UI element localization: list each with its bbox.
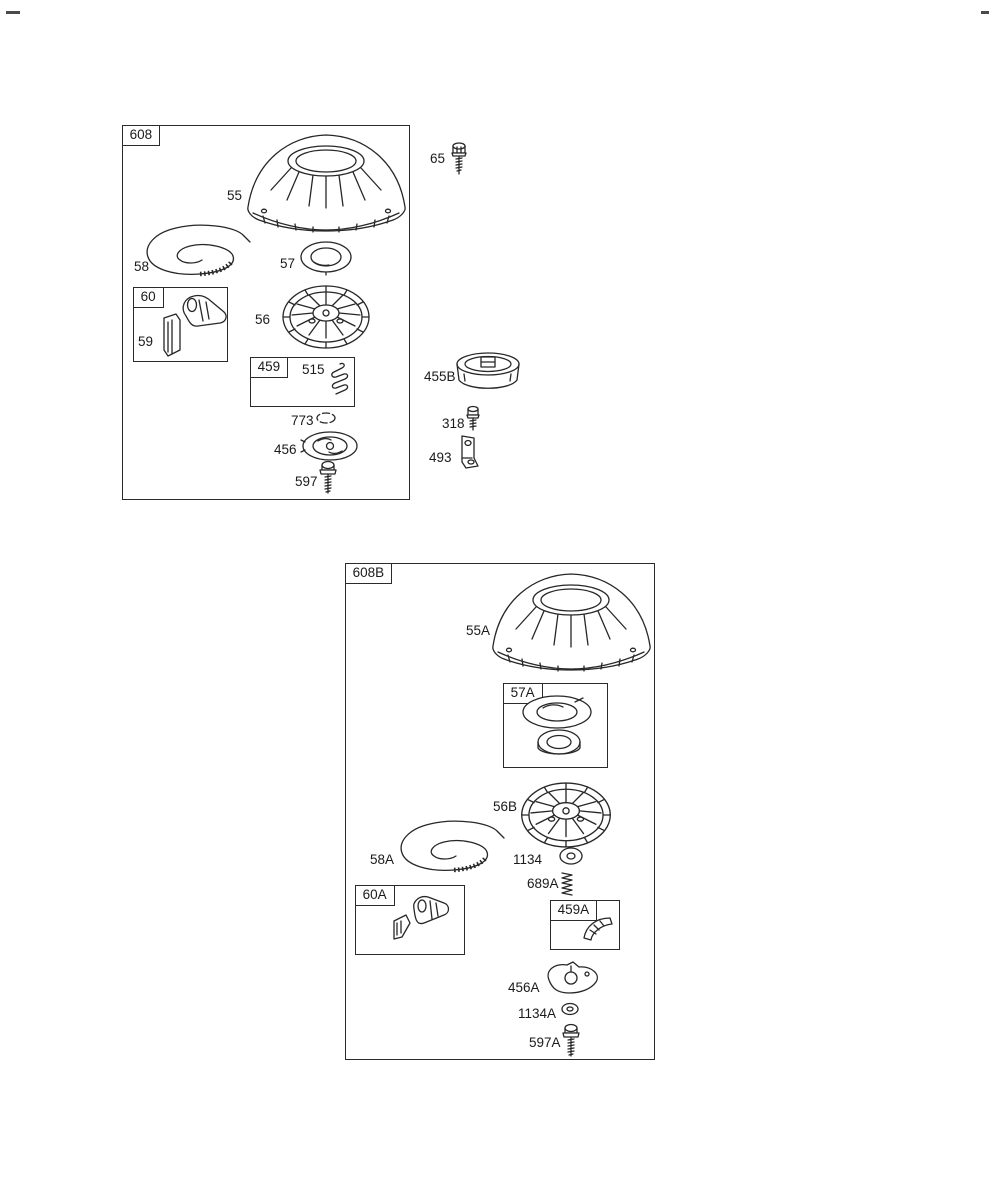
part-58A-recoil-spring-icon [400,820,505,873]
part-59-grip-insert-icon [163,313,181,357]
part-55A-blower-housing-cover-icon [492,573,651,672]
group-tag-608: 608 [121,124,161,147]
part-459A-spring-clip-icon [583,917,613,941]
part-57A-keeper-ring-set-icon [522,695,592,755]
part-493-bracket-icon [461,435,479,469]
part-label-59: 59 [138,334,154,349]
part-597-screw-icon [319,460,337,494]
part-label-597A: 597A [529,1035,561,1050]
part-label-65: 65 [430,151,446,166]
part-label-597: 597 [295,474,318,489]
group-box-459A: 459A [549,899,620,950]
part-label-455B: 455B [424,369,456,384]
group-box-57A: 57A [502,682,608,768]
part-1134A-washer-icon [561,1002,579,1016]
part-56B-starter-pulley-icon [521,782,611,848]
part-55-blower-housing-cover-icon [247,134,406,233]
part-label-1134A: 1134A [518,1006,557,1021]
group-tag-57A: 57A [502,682,543,705]
part-label-57: 57 [280,256,296,271]
part-60A-starter-grip-icon [393,895,450,940]
group-box-60A: 60A [354,884,465,955]
part-label-515: 515 [302,362,325,377]
scan-mark [6,11,20,14]
part-label-56B: 56B [493,799,518,814]
group-tag-60: 60 [132,286,164,309]
part-label-55A: 55A [466,623,491,638]
part-label-318: 318 [442,416,465,431]
part-597A-screw-icon [562,1023,580,1057]
part-65-screw-icon [451,142,467,175]
group-tag-459A: 459A [549,899,598,922]
scan-mark [981,11,989,14]
group-box-608: 608 [121,124,410,500]
part-label-456: 456 [274,442,297,457]
part-60-starter-grip-icon [182,294,227,327]
part-515-spring-icon [331,362,349,395]
part-label-456A: 456A [508,980,540,995]
part-label-55: 55 [227,188,243,203]
part-455B-clutch-housing-icon [456,352,520,389]
part-label-56: 56 [255,312,271,327]
part-57-keeper-ring-icon [300,241,352,276]
part-456-starter-clutch-icon [300,431,358,461]
part-label-58A: 58A [370,852,395,867]
part-label-58: 58 [134,259,150,274]
part-label-1134: 1134 [513,852,543,867]
part-label-773: 773 [291,413,314,428]
part-label-493: 493 [429,450,452,465]
part-1134-washer-icon [559,847,583,865]
part-456A-starter-clutch-plate-icon [547,961,598,994]
group-box-608B: 608B [344,562,655,1060]
group-box-60: 60 [132,286,228,362]
part-56-starter-pulley-icon [282,285,370,349]
part-689A-spring-icon [561,872,573,896]
part-318-screw-icon [466,405,480,431]
group-tag-60A: 60A [354,884,395,907]
part-773-retainer-ring-icon [316,412,336,424]
part-58-recoil-spring-icon [146,224,251,277]
group-tag-459: 459 [249,356,289,379]
part-label-689A: 689A [527,876,559,891]
group-box-459: 459 [249,356,355,407]
group-tag-608B: 608B [344,562,393,585]
